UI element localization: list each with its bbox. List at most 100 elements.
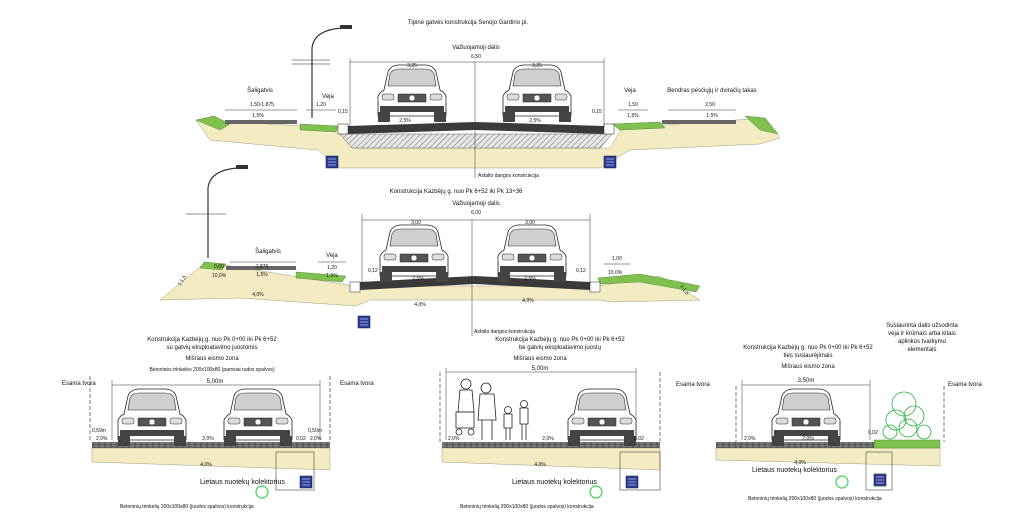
section3-title-1: Konstrukcija Kazbėjų g. nuo Pk 0+00 iki … (147, 337, 277, 343)
section4-title-2: be gatvių eksploatavimo juostų (519, 345, 602, 351)
sidewalk-label-2: Šaligatvis (255, 248, 281, 255)
section1-title: Tipinė gatvės konstrukcija Senojo Gardin… (408, 20, 529, 26)
section-senojo-gardino: Tipinė gatvės konstrukcija Senojo Gardin… (195, 20, 781, 179)
slope-right-2: 1:1,5 (678, 284, 689, 297)
street-lamp-2 (207, 164, 249, 259)
lawn-label-2: Veja (326, 253, 338, 259)
lane-left-width: 3,25 (407, 63, 417, 69)
section4-curb: 0,02 (634, 436, 644, 442)
section5-collector-trench (865, 451, 893, 491)
car-right (502, 64, 572, 123)
curb-right-width: 0,15 (592, 109, 602, 115)
section5-fence-left: Esama tvora (676, 382, 710, 388)
section5-title-1: Konstrukcija Kazbėjų g. nuo Pk 0+00 iki … (743, 345, 873, 351)
car-left-2 (379, 224, 449, 283)
section3-fence-left: Esama tvora (62, 381, 96, 387)
slope-left-2: 1:1,5 (177, 274, 188, 287)
section3-car-right (223, 388, 293, 447)
section5-note-4: elementais (907, 347, 936, 353)
curb-right-2 (589, 281, 601, 293)
section4-car (567, 388, 637, 447)
section3-collector-label: Lietaus nuotekų kolektorius (200, 479, 285, 486)
lawn-right-grass (611, 121, 666, 131)
curb-right (603, 123, 615, 135)
section-kazbeju-with-strips: Konstrukcija Kazbėjų g. nuo Pk 0+00 iki … (62, 337, 374, 510)
drain-right (603, 155, 617, 169)
asphalt-layer-2 (360, 276, 590, 290)
base-slope-right-2: 4,0% (522, 298, 534, 304)
section3-collector-trench (275, 451, 315, 491)
section3-slope-left: 2,0% (96, 436, 108, 442)
road-slope-right-2: 2,5% (524, 276, 536, 282)
section4-collector-trench (619, 451, 661, 491)
right-width-2: 1,00 (612, 256, 622, 262)
lawn-left-grass (299, 123, 339, 133)
curb-left (337, 123, 349, 135)
section5-slope-left: 2,0% (744, 436, 756, 442)
section3-fence-right: Esama tvora (340, 381, 374, 387)
lawn-slope-2: 1,5% (326, 273, 338, 279)
section4-base-slope: 4,0% (534, 462, 546, 468)
lawn-grass-2 (295, 271, 347, 283)
section4-slope-left: 2,0% (448, 436, 460, 442)
drain-2 (357, 315, 371, 329)
section4-pavers (442, 442, 660, 448)
shared-path-label: Bendras pėsčiųjų ir dviračių takas (667, 88, 756, 94)
section3-width: 5,00m (207, 379, 224, 385)
asphalt-note: Asfalto dangos konstrukcija (478, 173, 539, 179)
section4-drain (625, 475, 639, 489)
section4-title-1: Konstrukcija Kazbėjų g. nuo Pk 0+00 iki … (495, 337, 625, 343)
section5-drain (873, 473, 887, 487)
lawn-right-slope: 1,5% (627, 113, 639, 119)
section4-bottom-note: Betoninių trinkelių 200x100x80 (juodos s… (460, 504, 594, 510)
curb-left-2 (349, 281, 361, 293)
section5-base-slope: 4,0% (794, 460, 806, 466)
path-surface (662, 120, 736, 124)
road-base (339, 133, 613, 149)
section5-curb: 0,02 (868, 430, 878, 436)
section-kazbeju-without-strips: Konstrukcija Kazbėjų g. nuo Pk 0+00 iki … (439, 337, 661, 510)
section4-collector-label: Lietaus nuotekų kolektorius (512, 479, 597, 486)
section5-soil (715, 447, 941, 467)
asphalt-note-2: Asfalto dangos konstrukcija (474, 329, 535, 335)
section3-base-slope: 4,0% (200, 462, 212, 468)
section4-width: 5,00m (532, 366, 549, 372)
section3-drain (299, 475, 313, 489)
lane-right-width-2: 3,00 (525, 220, 535, 226)
carriageway-label-2: Važiuojamoji dalis (452, 201, 500, 207)
path-slope: 1,5% (706, 113, 718, 119)
section3-collector-pipe (255, 485, 269, 499)
section3-edge-left: 0,50m (92, 428, 106, 434)
section3-car-left (117, 388, 187, 447)
base-slope-left-2: 4,0% (252, 292, 264, 298)
curb-right-width-2: 0,12 (576, 268, 586, 274)
car-left (377, 64, 447, 123)
sidewalk-label: Šaligatvis (247, 87, 273, 94)
road-slope-left: 2,5% (399, 118, 411, 124)
path-width: 2,50 (705, 102, 715, 108)
section5-fence-right: Esama tvora (948, 382, 982, 388)
subgrade-soil-2 (159, 261, 701, 307)
section5-planted-strip (873, 439, 941, 449)
pedestrians-figure (455, 378, 529, 440)
right-slope-2: 10,0% (608, 270, 623, 276)
section5-note-2: veja ir krūmais arba kitais (888, 331, 956, 337)
section4-zone: Mišraus eismo zona (513, 356, 567, 362)
sidewalk-surface (225, 120, 297, 124)
base-slope-mid-2: 4,0% (414, 302, 426, 308)
curb-left-width: 0,15 (338, 109, 348, 115)
sidewalk-width-2: 1,875 (256, 264, 269, 270)
section3-slope-right: 2,0% (310, 436, 322, 442)
asphalt-layer (348, 122, 604, 134)
section2-title: Konstrukcija Kazbėjų g. nuo Pk 6+52 iki … (390, 189, 523, 195)
section3-title-2: su gatvių eksploatavimo juostomis (166, 345, 257, 351)
section4-slope-mid: 2,0% (542, 436, 554, 442)
lawn-right-width: 1,50 (628, 102, 638, 108)
section3-curb: 0,02 (296, 436, 306, 442)
section-kazbeju-652-1336: Konstrukcija Kazbėjų g. nuo Pk 6+52 iki … (159, 164, 701, 336)
section5-zone: Mišraus eismo zona (781, 364, 835, 370)
curb-left-width-2: 0,12 (368, 268, 378, 274)
section4-soil (441, 447, 661, 471)
section3-zone: Mišraus eismo zona (185, 356, 239, 362)
